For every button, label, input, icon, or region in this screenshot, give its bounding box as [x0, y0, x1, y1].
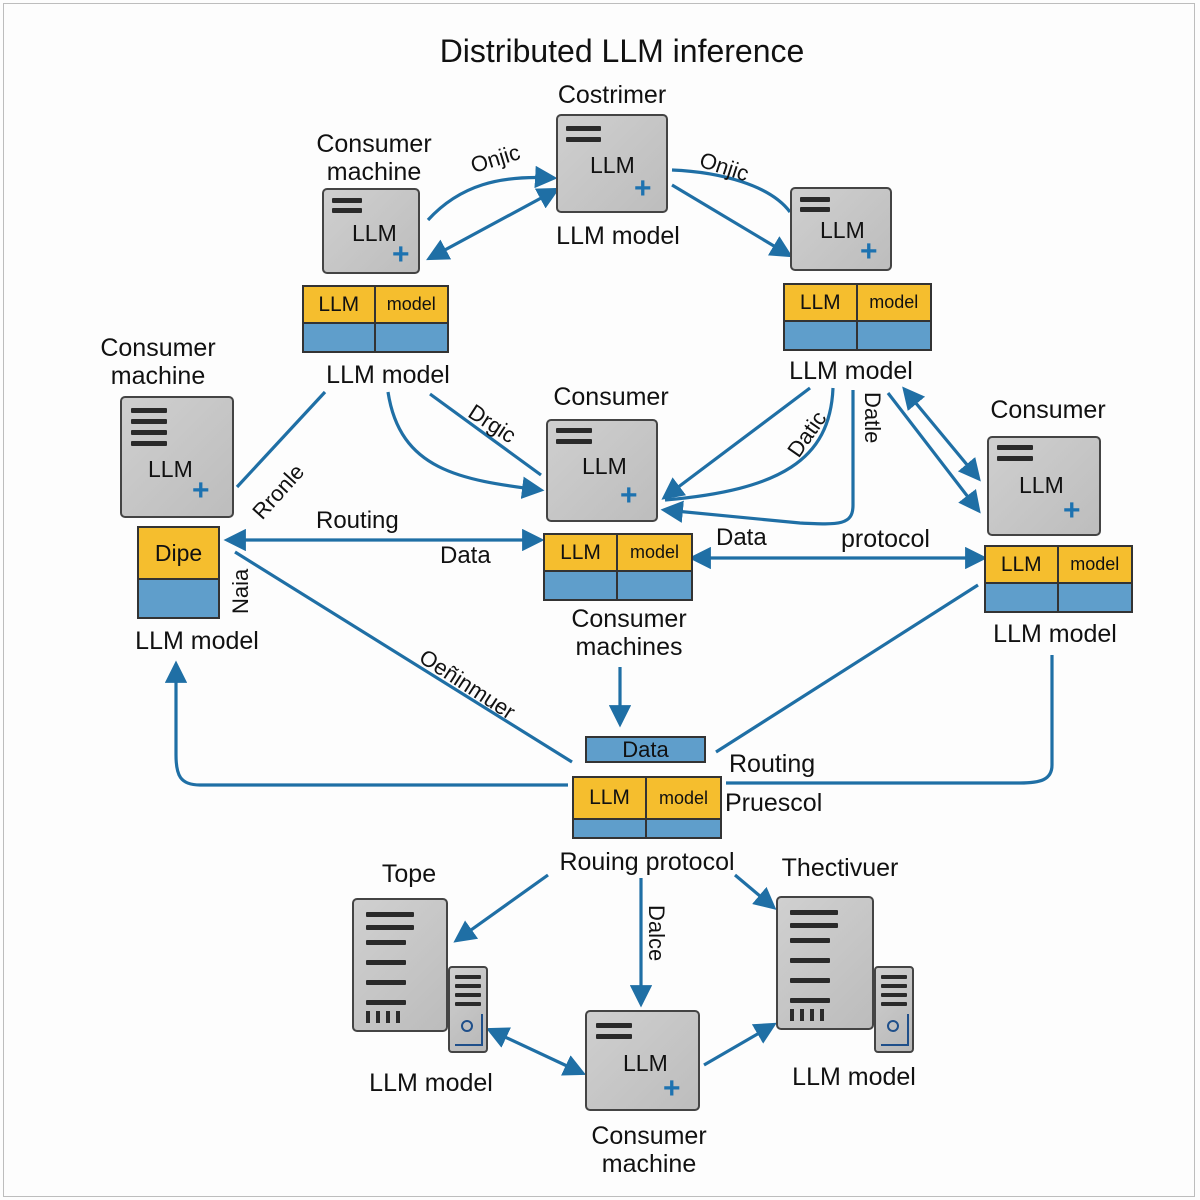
- edge-label-dalce: Dalce: [644, 905, 669, 962]
- plus-icon: +: [1063, 494, 1081, 527]
- line-right-bottom-to-hub: [726, 655, 1054, 785]
- table-cell: LLM: [986, 547, 1059, 584]
- machine-left: LLM +: [120, 396, 234, 518]
- model-table-center: LLM model: [543, 533, 693, 601]
- plus-icon: +: [620, 479, 638, 512]
- model-table-left: Dipe: [137, 526, 220, 619]
- table-cell: LLM: [785, 285, 858, 322]
- line-right-to-hub: [715, 583, 979, 754]
- table-cell: LLM: [574, 778, 647, 820]
- hub-data-box: Data: [585, 736, 706, 763]
- node-caption: Consumer machines: [571, 605, 687, 661]
- model-table-top-right: LLM model: [783, 283, 932, 351]
- node-caption: LLM model: [792, 1063, 916, 1091]
- node-caption: LLM model: [369, 1069, 493, 1097]
- server-mini-right: [874, 966, 914, 1053]
- machine-bottom-center: LLM +: [585, 1010, 700, 1111]
- table-cell: Dipe: [139, 528, 218, 580]
- plus-icon: +: [860, 235, 878, 268]
- edge-label-naia: Naia: [228, 568, 253, 614]
- node-heading-consumer-machine: Consumer machine: [100, 334, 216, 390]
- machine-label: LLM: [820, 217, 865, 243]
- node-caption: LLM model: [135, 627, 259, 655]
- server-tower-right: [776, 896, 874, 1030]
- arrow-topcenter-curve-right: [671, 168, 792, 213]
- arrow-datic-straight: [661, 386, 811, 500]
- arrow-drgic: [429, 392, 542, 477]
- table-cell: LLM: [545, 535, 618, 572]
- server-mini-left: [448, 966, 488, 1053]
- table-cell: LLM: [304, 287, 376, 324]
- plus-icon: +: [634, 172, 652, 205]
- arrow-hub-to-left: [164, 660, 568, 787]
- arrow-topcenter-to-topright: [671, 183, 793, 258]
- node-heading-consumer: Consumer: [990, 396, 1106, 424]
- edge-label-data-right: Data: [716, 524, 767, 551]
- arrow-topcenter-to-topleft: [426, 187, 560, 261]
- model-table-hub: LLM model: [572, 776, 722, 839]
- line-rronle: [235, 390, 327, 489]
- edge-label-protocol: protocol: [841, 525, 930, 553]
- table-cell: model: [618, 535, 691, 572]
- machine-label: LLM: [352, 220, 397, 246]
- node-heading-costrimer: Costrimer: [557, 81, 667, 109]
- machine-label: LLM: [623, 1050, 668, 1076]
- node-caption: LLM model: [556, 222, 680, 250]
- node-caption: LLM model: [789, 357, 913, 385]
- table-cell: model: [375, 287, 447, 324]
- arrow-datle: [660, 390, 855, 526]
- table-cell: model: [1058, 547, 1131, 584]
- table-cell: model: [647, 778, 720, 820]
- arrow-topleft-to-topcenter: [426, 165, 558, 222]
- arrow-hub-to-thectivuer: [733, 873, 777, 910]
- model-table-right: LLM model: [984, 545, 1133, 613]
- table-cell: model: [857, 285, 930, 322]
- plus-icon: +: [192, 474, 210, 507]
- edge-label-data-left: Data: [440, 542, 491, 569]
- arrow-bottom-center-to-server: [703, 1022, 777, 1067]
- model-table-top-left: LLM model: [302, 285, 449, 353]
- line-oeninmuer: [234, 550, 573, 764]
- machine-label: LLM: [1019, 472, 1064, 498]
- machine-right: LLM +: [987, 436, 1101, 536]
- server-tower-left: [352, 898, 448, 1032]
- node-heading-consumer: Consumer: [553, 383, 669, 411]
- arrow-topright-to-right-2: [886, 392, 981, 514]
- node-caption: LLM model: [326, 361, 450, 389]
- edge-label-datle: Datle: [860, 392, 885, 444]
- node-heading-tope: Tope: [381, 860, 437, 888]
- plus-icon: +: [392, 238, 410, 271]
- arrow-curve-to-center: [386, 391, 545, 499]
- plus-icon: +: [663, 1072, 681, 1105]
- machine-top-left: LLM +: [322, 188, 420, 274]
- machine-top-center: LLM +: [556, 114, 668, 213]
- diagram-title: Distributed LLM inference: [439, 33, 805, 69]
- frame-border: [3, 3, 1195, 1197]
- arrow-hub-to-tope: [453, 873, 549, 943]
- arrow-datic-curve: [664, 387, 835, 502]
- hub-caption: Rouing protocol: [559, 848, 735, 876]
- machine-label: LLM: [148, 456, 193, 482]
- machine-label: LLM: [582, 453, 627, 479]
- machine-center: LLM +: [546, 419, 658, 522]
- hub-side-label-pruescol: Pruescol: [725, 789, 823, 817]
- machine-top-right: LLM +: [790, 187, 892, 271]
- machine-label: LLM: [590, 152, 635, 178]
- node-caption: LLM model: [993, 620, 1117, 648]
- arrow-topright-to-right-1: [902, 386, 981, 482]
- arrow-server-to-bottom-center: [485, 1027, 587, 1076]
- node-caption: Consumer machine: [591, 1122, 707, 1178]
- hub-side-label-routing: Routing: [729, 750, 816, 778]
- node-heading-consumer-machine: Consumer machine: [316, 130, 432, 186]
- edge-label-routing: Routing: [316, 507, 399, 534]
- node-heading-thectivuer: Thectivuer: [781, 854, 899, 882]
